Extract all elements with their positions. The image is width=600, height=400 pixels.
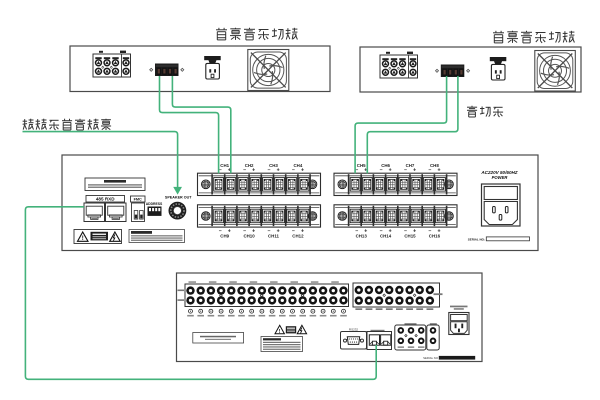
svg-text:−: − — [243, 229, 246, 235]
svg-text:CH11: CH11 — [268, 234, 280, 239]
svg-text:+: + — [301, 167, 304, 173]
svg-text:CH4: CH4 — [294, 163, 303, 168]
svg-text:−: − — [243, 167, 246, 173]
svg-text:SPEAKER OUT: SPEAKER OUT — [165, 196, 192, 200]
svg-text:+: + — [252, 229, 255, 235]
svg-text:CH13: CH13 — [356, 234, 368, 239]
svg-text:+: + — [364, 167, 367, 173]
svg-text:CH6: CH6 — [381, 163, 390, 168]
svg-text:FMC: FMC — [134, 198, 142, 202]
svg-text:CH9: CH9 — [220, 234, 229, 239]
svg-text:−: − — [267, 167, 270, 173]
svg-text:CH3: CH3 — [269, 163, 278, 168]
svg-text:+: + — [389, 229, 392, 235]
svg-text:POWER: POWER — [492, 175, 508, 180]
svg-text:+: + — [228, 167, 231, 173]
svg-text:CH8: CH8 — [430, 163, 439, 168]
svg-text:+: + — [252, 167, 255, 173]
svg-text:+: + — [301, 229, 304, 235]
svg-text:+: + — [228, 229, 231, 235]
svg-text:−: − — [379, 229, 382, 235]
svg-text:ADDRESS: ADDRESS — [146, 202, 163, 206]
svg-text:AC220V 50/60HZ: AC220V 50/60HZ — [480, 170, 517, 175]
svg-text:CH12: CH12 — [292, 234, 304, 239]
svg-text:+: + — [437, 229, 440, 235]
svg-text:−: − — [428, 167, 431, 173]
svg-text:CH15: CH15 — [404, 234, 416, 239]
svg-text:CH2: CH2 — [245, 163, 254, 168]
svg-text:SERIAL NO:: SERIAL NO: — [468, 237, 485, 241]
svg-text:−: − — [355, 167, 358, 173]
svg-text:CH7: CH7 — [406, 163, 415, 168]
svg-text:!: ! — [82, 236, 84, 242]
svg-text:−: − — [404, 229, 407, 235]
svg-text:−: − — [355, 229, 358, 235]
svg-text:+: + — [364, 229, 367, 235]
svg-text:+: + — [437, 167, 440, 173]
svg-text:−: − — [267, 229, 270, 235]
svg-text:−: − — [292, 167, 295, 173]
svg-text:+: + — [413, 167, 416, 173]
svg-text:CH5: CH5 — [357, 163, 366, 168]
svg-text:+: + — [277, 167, 280, 173]
svg-text:SERIAL NO: SERIAL NO — [423, 356, 439, 360]
svg-text:485 RXD: 485 RXD — [96, 197, 115, 202]
svg-text:CH16: CH16 — [429, 234, 441, 239]
svg-text:CH14: CH14 — [380, 234, 392, 239]
svg-text:+: + — [277, 229, 280, 235]
svg-text:−: − — [219, 167, 222, 173]
svg-text:!: ! — [279, 329, 281, 335]
svg-text:−: − — [428, 229, 431, 235]
svg-text:CH10: CH10 — [243, 234, 255, 239]
svg-text:CH1: CH1 — [220, 163, 229, 168]
svg-text:−: − — [219, 229, 222, 235]
svg-text:+: + — [413, 229, 416, 235]
svg-text:−: − — [404, 167, 407, 173]
svg-text:+: + — [389, 167, 392, 173]
svg-text:−: − — [292, 229, 295, 235]
svg-text:−: − — [379, 167, 382, 173]
svg-text:RS232: RS232 — [349, 328, 359, 332]
